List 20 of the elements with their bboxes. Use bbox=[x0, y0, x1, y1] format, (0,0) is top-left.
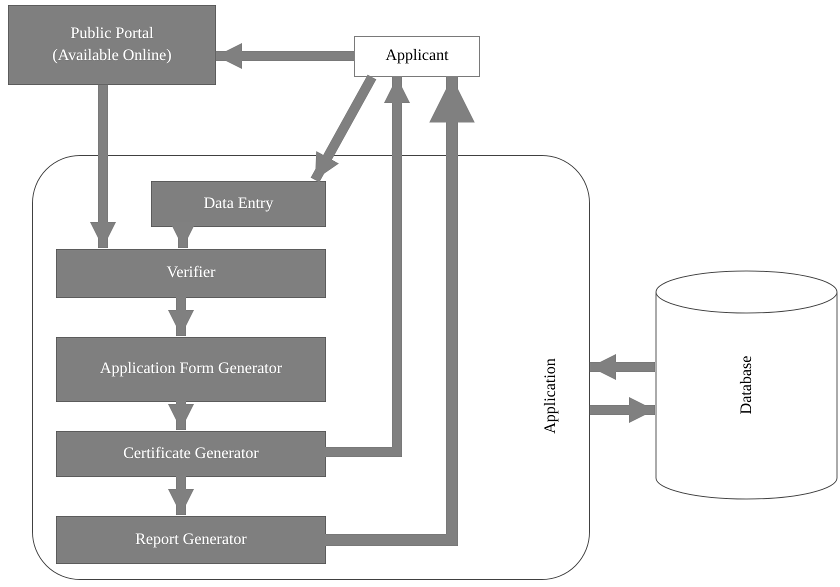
process-box: Certificate Generator bbox=[56, 431, 326, 477]
container-label: Application bbox=[541, 358, 560, 434]
arrow bbox=[168, 401, 194, 430]
arrow bbox=[325, 77, 410, 457]
arrow bbox=[90, 85, 116, 248]
database-label: Database bbox=[736, 356, 756, 414]
process-box: Data Entry bbox=[151, 181, 326, 227]
arrow bbox=[325, 77, 475, 546]
arrow bbox=[590, 397, 655, 423]
arrow bbox=[310, 74, 376, 182]
process-box: Public Portal (Available Online) bbox=[8, 5, 216, 85]
application-container bbox=[32, 155, 590, 580]
actor-box: Applicant bbox=[354, 36, 480, 77]
process-box: Application Form Generator bbox=[56, 337, 326, 402]
arrow bbox=[590, 354, 655, 380]
arrow bbox=[216, 43, 354, 69]
arrow bbox=[168, 476, 194, 515]
process-box: Verifier bbox=[56, 249, 326, 298]
process-box: Report Generator bbox=[56, 516, 326, 564]
arrow bbox=[168, 297, 194, 336]
